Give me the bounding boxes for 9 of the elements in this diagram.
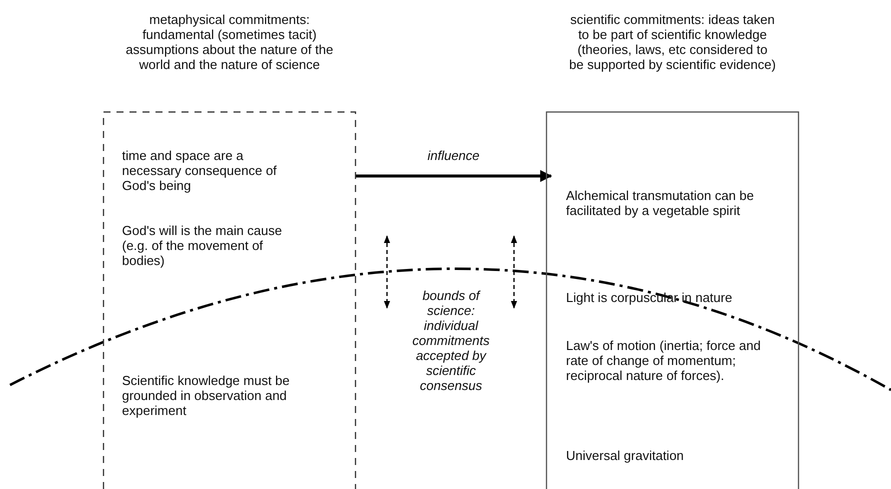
column-heading: metaphysical commitments: fundamental (sometimes tacit) assumptions about the nature of the world and the nature of science bbox=[124, 12, 334, 72]
commitment-text: Universal gravitation bbox=[566, 448, 685, 463]
commitment-text: God's will is the main cause (e.g. of the movement of bodies) bbox=[122, 223, 283, 268]
commitment-text: Scientific knowledge must be grounded in observation and experiment bbox=[122, 373, 291, 418]
commitment-text: Law's of motion (inertia; force and rate of change of momentum; reciprocal nature of forces). bbox=[566, 338, 762, 383]
commitment-text: Alchemical transmutation can be facilitated by a vegetable spirit bbox=[566, 188, 755, 218]
column-heading: scientific commitments: ideas taken to be part of scientific knowledge (theories, laws, etc considered to be supported by scientific evidence) bbox=[568, 12, 776, 72]
boundary-note: bounds of science: individual commitments accepted by scientific consensus bbox=[411, 288, 491, 393]
commitment-text: time and space are a necessary consequence of God's being bbox=[122, 148, 278, 193]
